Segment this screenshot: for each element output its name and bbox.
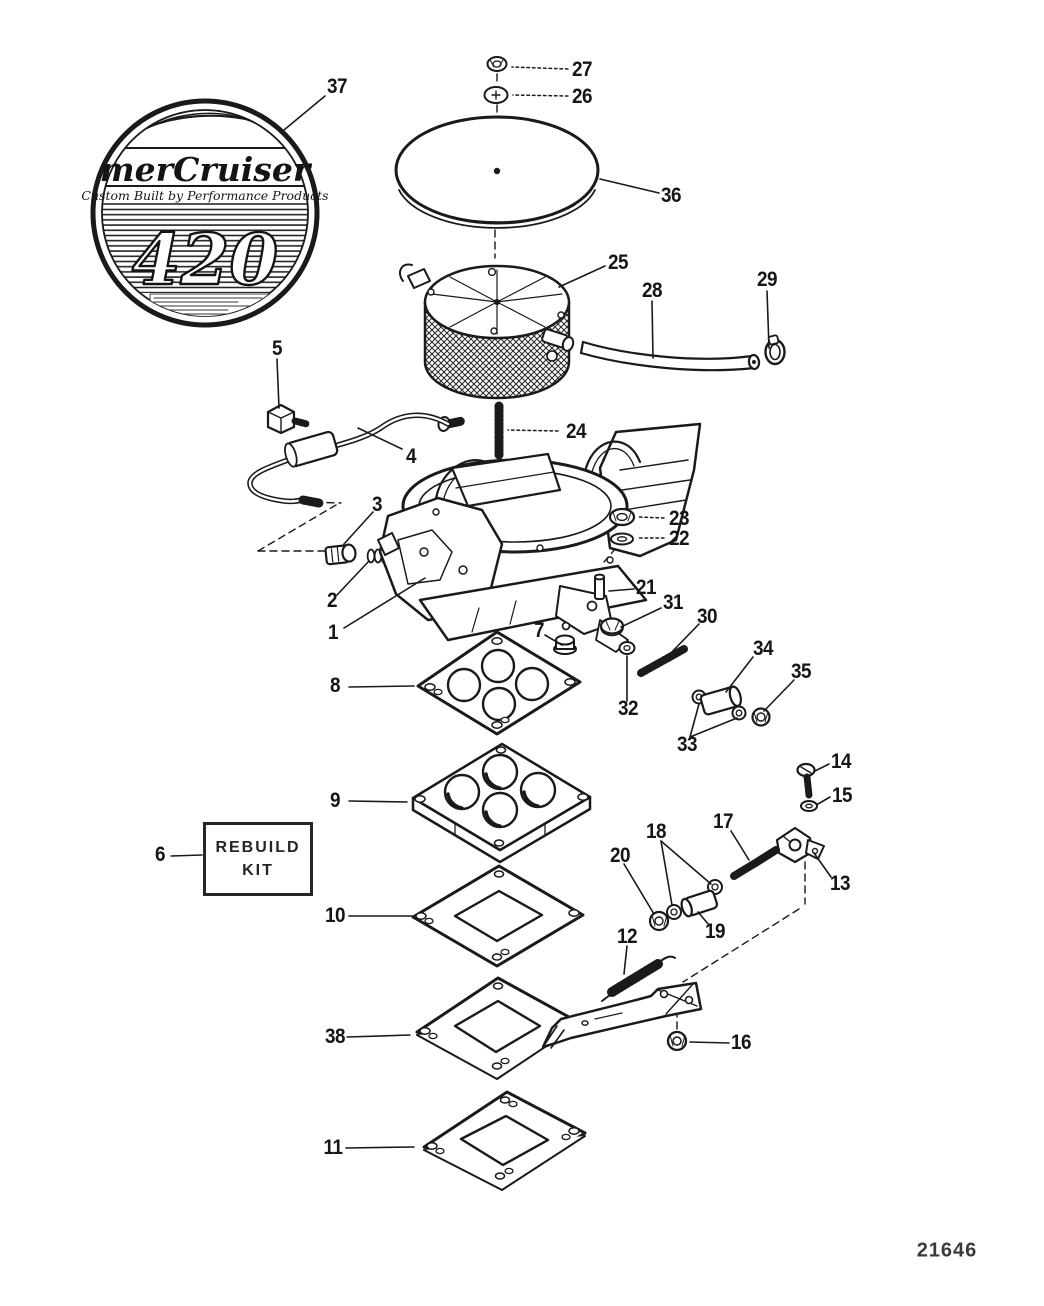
lever-nut	[666, 1030, 688, 1052]
washer-32	[618, 641, 636, 655]
gasket-square-hole-mid	[415, 976, 580, 1080]
callout-10: 10	[324, 904, 346, 927]
rebuild-kit-line1: REBUILD	[215, 838, 301, 856]
fuel-line	[247, 412, 467, 508]
air-cleaner-cover	[394, 115, 600, 229]
callout-8: 8	[329, 674, 341, 697]
mercruiser-decal: merCruiser Custom Built by Performance P…	[81, 98, 329, 328]
callout-37: 37	[326, 75, 348, 98]
callout-17: 17	[712, 810, 734, 833]
throttle-stud	[637, 645, 688, 677]
lever-locknut	[648, 910, 670, 932]
callout-26: 26	[571, 85, 593, 108]
callout-21: 21	[635, 576, 657, 599]
callout-5: 5	[271, 337, 283, 360]
throttle-spring	[601, 955, 676, 1002]
lever-stud	[730, 846, 780, 880]
callout-24: 24	[565, 420, 587, 443]
drawing-number: 21646	[916, 1239, 978, 1262]
rebuild-kit-line2: KIT	[242, 862, 274, 879]
callout-34: 34	[752, 637, 774, 660]
logo-model: 420	[132, 218, 278, 301]
callout-23: 23	[668, 507, 690, 530]
callout-4: 4	[405, 445, 417, 468]
flanged-nut	[599, 617, 625, 637]
flame-arrestor	[399, 263, 575, 400]
callout-28: 28	[641, 279, 663, 302]
callout-3: 3	[371, 493, 383, 516]
gasket-four-hole	[416, 630, 582, 736]
bracket-washer	[800, 800, 818, 812]
callout-9: 9	[329, 789, 341, 812]
callout-29: 29	[756, 268, 778, 291]
callout-16: 16	[730, 1031, 752, 1054]
gasket-square-hole-lower	[422, 1090, 587, 1191]
callout-1: 1	[327, 621, 339, 644]
callout-12: 12	[616, 925, 638, 948]
cover-nut	[486, 56, 508, 72]
callout-27: 27	[571, 58, 593, 81]
throttle-lever-arm	[541, 981, 703, 1049]
callout-32: 32	[617, 697, 639, 720]
stud-washer	[610, 532, 634, 546]
callout-15: 15	[831, 784, 853, 807]
arrestor-vent-fitting	[399, 263, 575, 362]
nut-35	[751, 707, 771, 727]
dotted-leader-lines	[507, 66, 665, 539]
fuel-inlet-fitting	[266, 403, 311, 435]
vent-hose	[579, 340, 761, 372]
callout-2: 2	[326, 589, 338, 612]
callout-38: 38	[324, 1025, 346, 1048]
anchor-bracket	[775, 826, 825, 864]
callout-14: 14	[830, 750, 852, 773]
carb-spacer	[411, 742, 592, 864]
stud-nut	[608, 507, 636, 527]
logo-brand: merCruiser	[100, 150, 313, 189]
cover-washer	[483, 86, 509, 104]
callout-7: 7	[533, 619, 545, 642]
callout-31: 31	[662, 591, 684, 614]
hose-clamp	[764, 334, 786, 366]
callout-22: 22	[668, 527, 690, 550]
callout-33: 33	[676, 733, 698, 756]
callout-35: 35	[790, 660, 812, 683]
spacer-bushing-34	[699, 685, 742, 716]
callout-25: 25	[607, 251, 629, 274]
lever-bushing	[680, 889, 719, 918]
needle-plug	[324, 543, 357, 566]
callout-36: 36	[660, 184, 682, 207]
leader-lines	[170, 95, 832, 1149]
gasket-square-hole-upper	[411, 864, 585, 968]
callout-19: 19	[704, 920, 726, 943]
callout-6: 6	[154, 843, 166, 866]
dashpot-pin	[594, 573, 605, 600]
rebuild-kit-box: REBUILD KIT	[203, 822, 313, 896]
callout-13: 13	[829, 872, 851, 895]
callout-18: 18	[645, 820, 667, 843]
callout-30: 30	[696, 605, 718, 628]
logo-tagline: Custom Built by Performance Products	[81, 188, 328, 203]
callout-11: 11	[323, 1136, 343, 1159]
pump-cap	[553, 634, 577, 655]
bracket-screw	[796, 762, 816, 799]
callout-20: 20	[609, 844, 631, 867]
